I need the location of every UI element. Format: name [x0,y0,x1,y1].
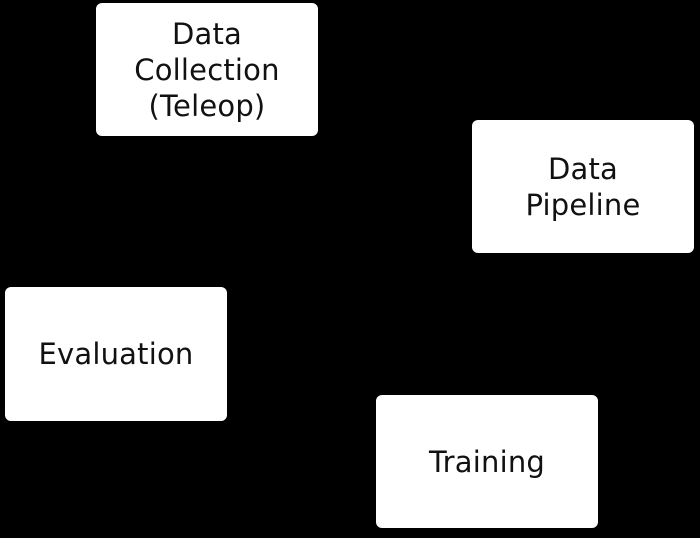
node-label-line: Pipeline [525,187,641,222]
node-data-pipeline: Data Pipeline [472,120,694,253]
node-data-collection-label: Data Collection (Teleop) [134,16,279,124]
node-data-collection: Data Collection (Teleop) [96,3,318,136]
node-label-line: Data [547,151,619,186]
node-evaluation-label: Evaluation [38,336,193,372]
node-training-label: Training [429,444,545,480]
node-label-line: (Teleop) [148,88,266,123]
node-label-line: Collection [134,52,280,87]
node-data-pipeline-label: Data Pipeline [525,151,640,223]
node-training: Training [376,395,598,528]
node-label-line: Training [428,444,546,479]
node-label-line: Evaluation [38,337,194,371]
node-evaluation: Evaluation [5,287,227,421]
node-label-line: Data [171,16,243,51]
